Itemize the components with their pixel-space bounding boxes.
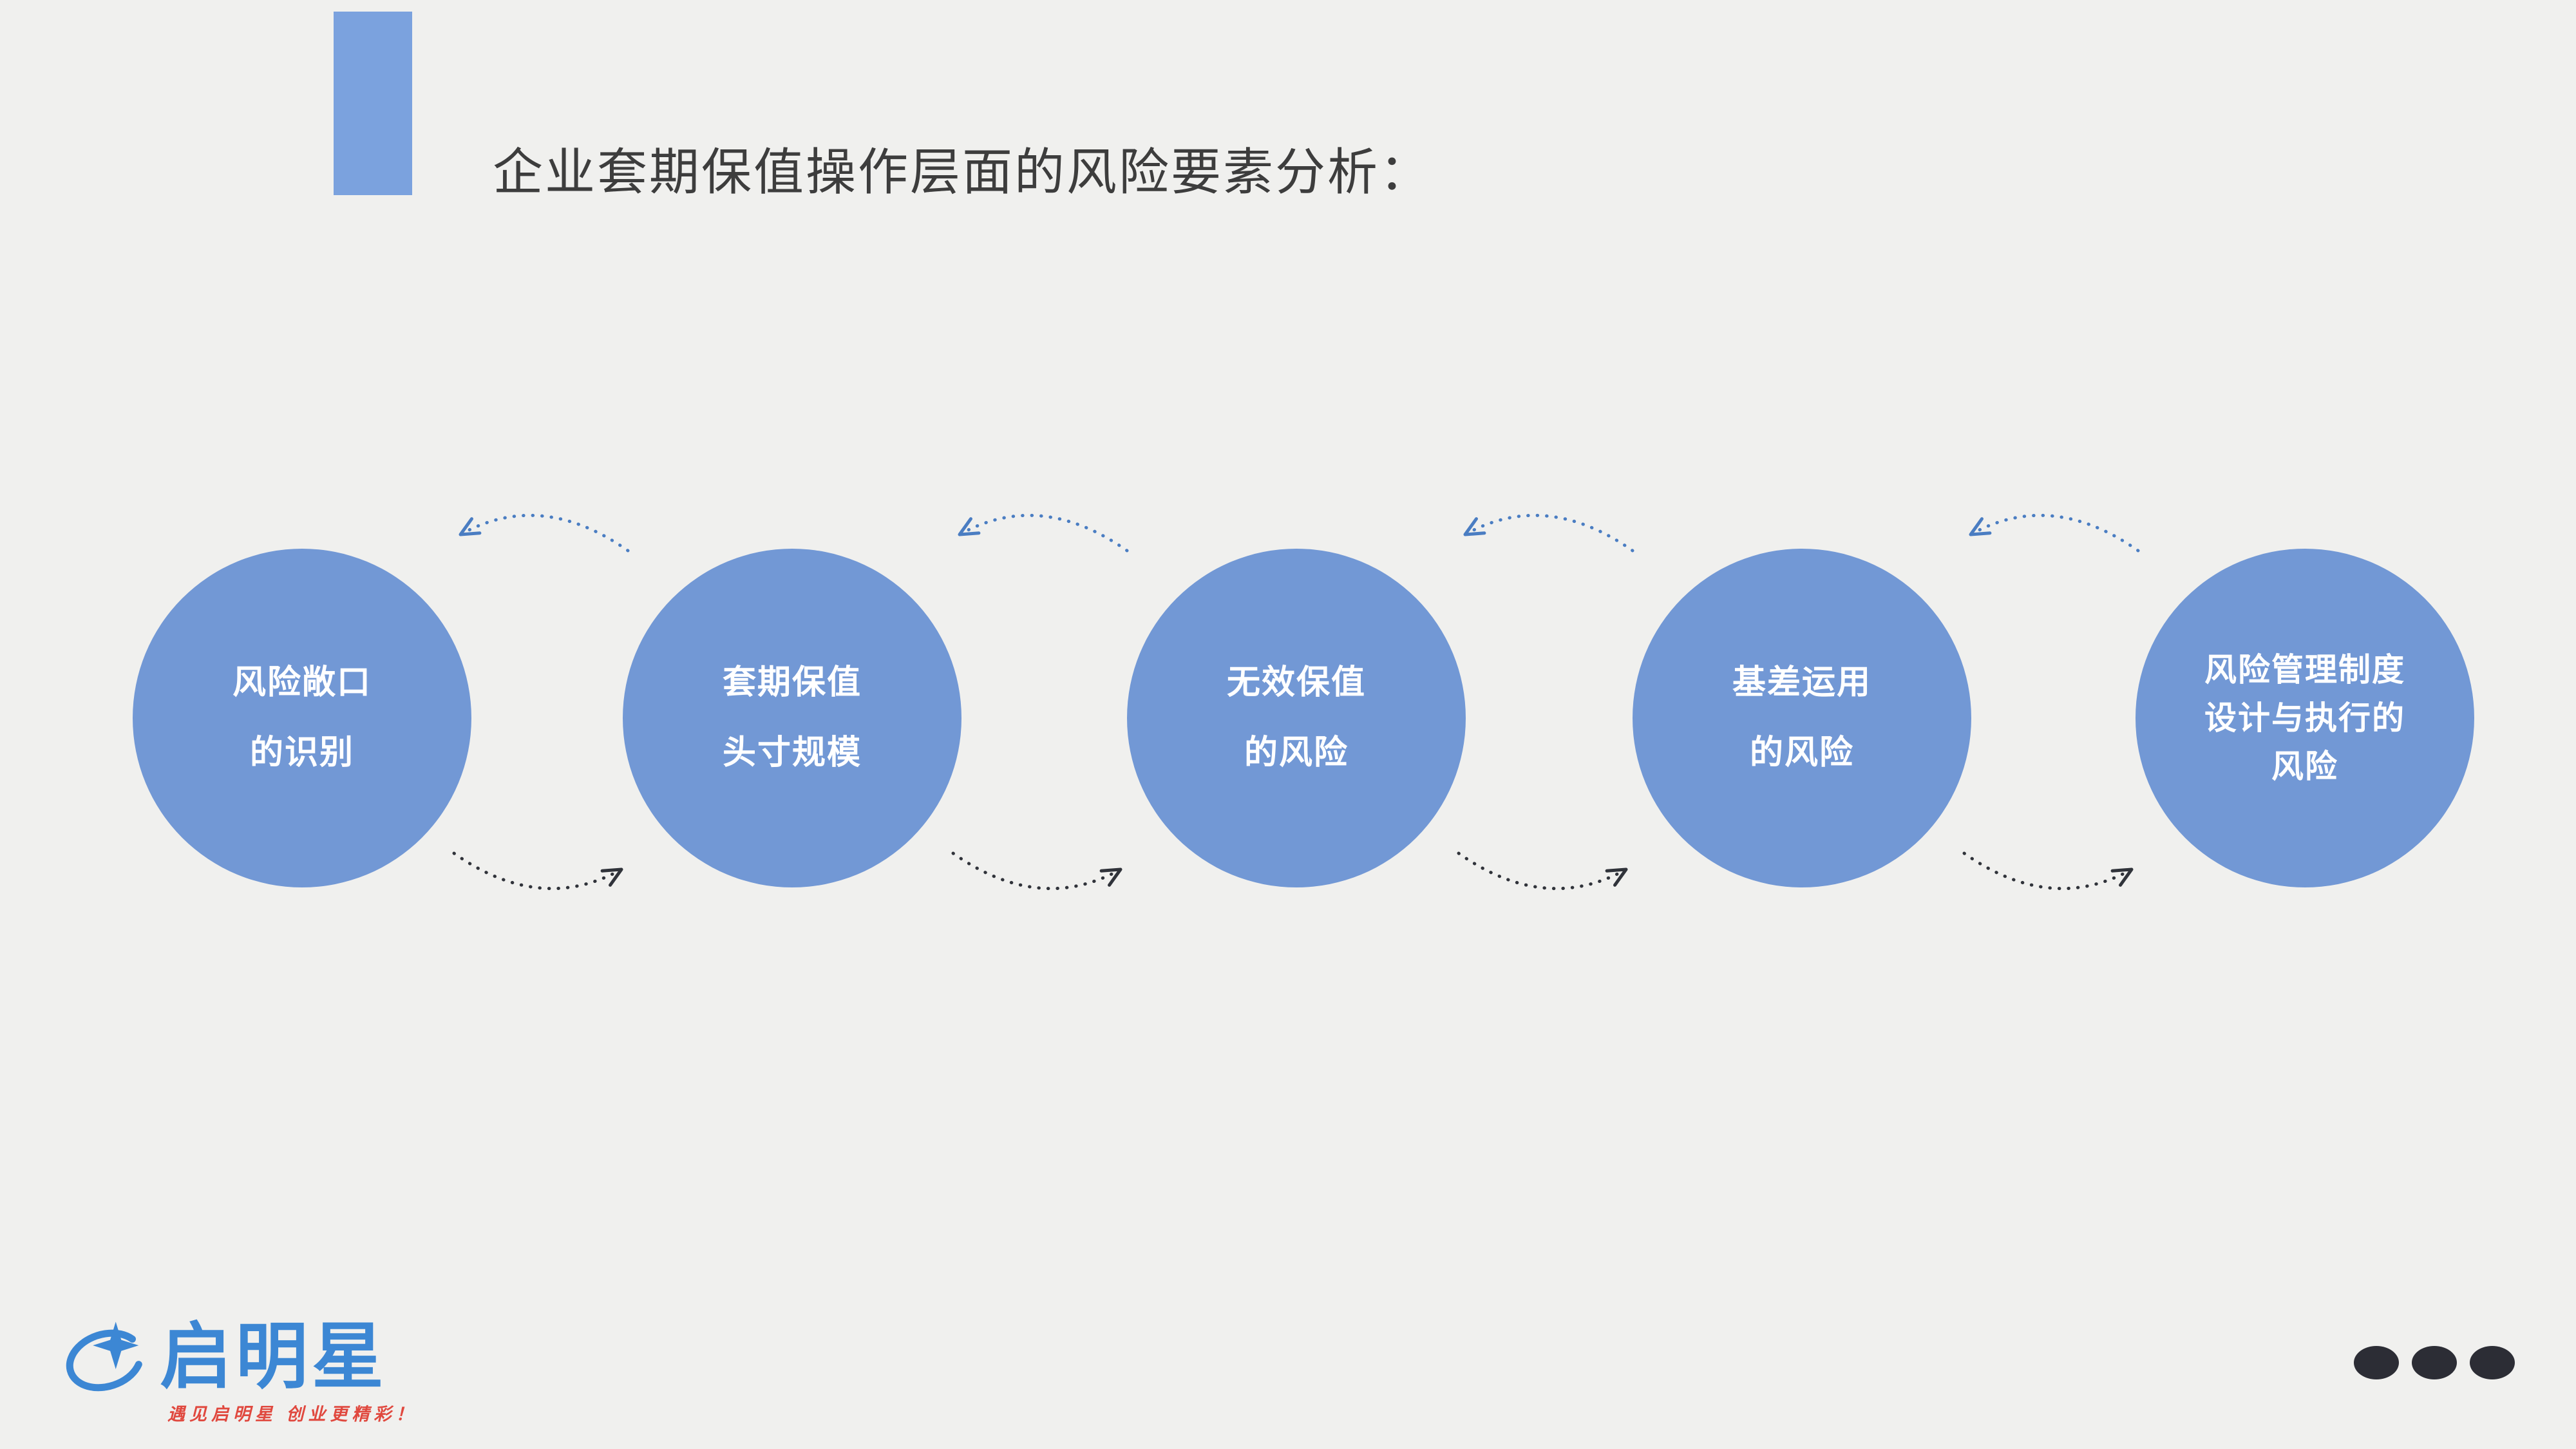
flow-node-5: 风险管理制度 设计与执行的 风险 [2136, 549, 2474, 887]
flow-node-5-label: 风险管理制度 设计与执行的 风险 [2204, 651, 2405, 784]
flow-node-1: 风险敞口 的识别 [133, 549, 471, 887]
title-accent-bar [334, 12, 412, 195]
brand-tagline: 遇见启明星 创业更精彩！ [167, 1405, 418, 1425]
brand-logo-icon [66, 1321, 142, 1392]
footer-dot [2354, 1346, 2399, 1379]
brand-logo-textwrap: 启明星 遇见启明星 创业更精彩！ [160, 1317, 418, 1425]
flow-node-1-label: 风险敞口 的识别 [232, 663, 372, 772]
cycle-arrow-bottom-icon [1955, 837, 2148, 908]
flow-node-4: 基差运用 的风险 [1633, 549, 1971, 887]
cycle-arrow-bottom-icon [943, 837, 1137, 908]
cycle-arrow-bottom-icon [1449, 837, 1642, 908]
page-title: 企业套期保值操作层面的风险要素分析： [493, 144, 1432, 200]
brand-logo-text: 启明星 [160, 1316, 388, 1397]
cycle-arrow-bottom-icon [444, 837, 638, 908]
brand-logo: 启明星 遇见启明星 创业更精彩！ [58, 1317, 418, 1425]
cycle-arrow-top-icon [1955, 496, 2148, 567]
flow-node-4-label: 基差运用 的风险 [1732, 663, 1871, 772]
cycle-arrow-top-icon [444, 496, 638, 567]
footer-dots [2354, 1346, 2515, 1379]
flow-node-3-label: 无效保值 的风险 [1226, 663, 1366, 772]
cycle-arrow-top-icon [943, 496, 1137, 567]
flow-node-3: 无效保值 的风险 [1127, 549, 1466, 887]
cycle-arrow-top-icon [1449, 496, 1642, 567]
footer-dot [2412, 1346, 2457, 1379]
footer-dot [2470, 1346, 2515, 1379]
flow-node-2: 套期保值 头寸规模 [623, 549, 961, 887]
flow-node-2-label: 套期保值 头寸规模 [722, 663, 862, 772]
